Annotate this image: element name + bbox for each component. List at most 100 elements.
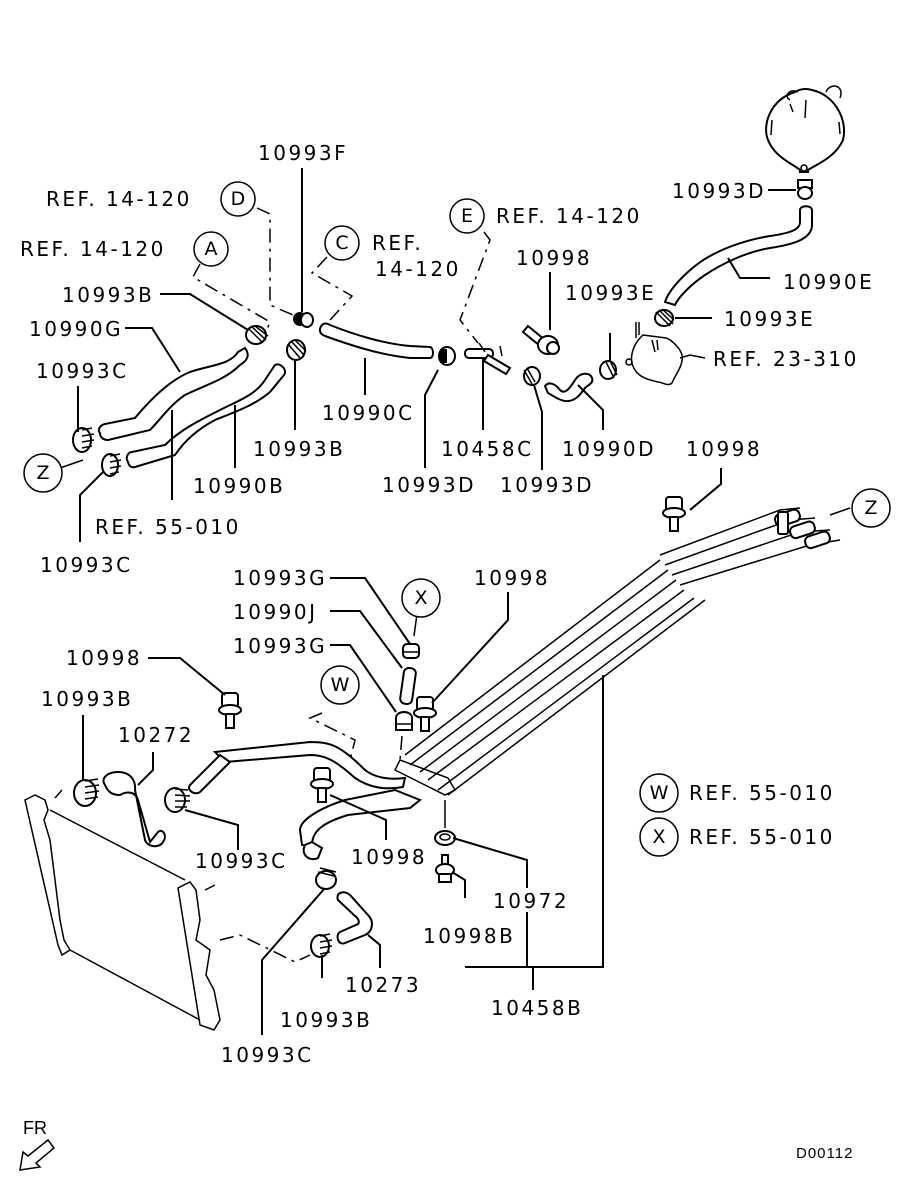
svg-text:Z: Z: [36, 462, 49, 484]
nut-10972: [434, 830, 456, 846]
clamp-10993C-upper-left: [72, 427, 95, 453]
fr-label: FR: [23, 1118, 47, 1138]
label-10998-left: 10998: [66, 646, 142, 670]
legend-item-X: X REF. 55-010: [639, 817, 835, 857]
hose-pipe-end: [188, 753, 232, 795]
pipe-bundle-10458B: [393, 507, 841, 796]
callout-Z-left: Z: [23, 453, 63, 493]
hose-10272: [102, 770, 166, 848]
callout-D: D: [220, 181, 256, 217]
clamp-10993B-low: [73, 778, 100, 807]
bolt-10998-lower: [310, 767, 334, 803]
svg-text:X: X: [414, 587, 427, 609]
clamp-10993E-upper: [654, 308, 675, 327]
hose-10990B: [125, 363, 286, 469]
clamp-10993E-lower: [599, 360, 618, 380]
clamp-10993C-lower-left: [101, 453, 122, 477]
part-labels: 10993F REF. 14-120 REF. 14-120 REF. 14-1…: [20, 141, 872, 1067]
pipe-joint-lower: [302, 840, 324, 861]
label-10458C: 10458C: [441, 437, 534, 461]
svg-text:REF. 55-010: REF. 55-010: [689, 781, 835, 805]
diagram-code: D00112: [796, 1145, 853, 1162]
clamp-10993D-right: [523, 366, 541, 386]
label-10993C-mid: 10993C: [195, 849, 288, 873]
part-drawings: [24, 85, 846, 1031]
clamp-10993F: [293, 312, 314, 328]
label-10998B: 10998B: [423, 924, 515, 948]
label-ref-55-010: REF. 55-010: [95, 515, 241, 539]
label-10993E-1: 10993E: [565, 281, 656, 305]
clamp-10993B-top: [245, 325, 269, 345]
callout-C: C: [324, 225, 360, 261]
front-direction-indicator: FR: [19, 1118, 56, 1171]
label-10993C-lower: 10993C: [40, 553, 133, 577]
label-10990C: 10990C: [322, 401, 415, 425]
label-10993B-bottom: 10993B: [280, 1008, 372, 1032]
reservoir-tank: [765, 85, 846, 173]
label-10993D-2: 10993D: [500, 473, 594, 497]
label-10458B: 10458B: [491, 996, 583, 1020]
legend: W REF. 55-010 X REF. 55-010: [639, 773, 835, 857]
callout-A: A: [193, 231, 229, 267]
label-10972: 10972: [493, 889, 569, 913]
svg-text:REF. 55-010: REF. 55-010: [689, 825, 835, 849]
label-10998-right: 10998: [686, 437, 762, 461]
label-ref-C-line2: 14-120: [375, 257, 461, 281]
label-10993B-mid: 10993B: [253, 437, 345, 461]
label-10998-center: 10998: [474, 566, 550, 590]
svg-text:Z: Z: [864, 497, 877, 519]
label-10993D-1: 10993D: [382, 473, 476, 497]
label-ref-14-120-D: REF. 14-120: [46, 187, 192, 211]
bolt-10998-right: [662, 496, 686, 532]
label-10993E-2: 10993E: [724, 307, 815, 331]
label-ref-14-120-A: REF. 14-120: [20, 237, 166, 261]
pipe-lower-2: [298, 788, 422, 846]
label-10272: 10272: [118, 723, 194, 747]
label-10990B: 10990B: [193, 474, 285, 498]
label-10993G-1: 10993G: [233, 566, 327, 590]
clamp-10993D-center: [438, 346, 456, 366]
hose-10990D: [543, 372, 594, 403]
svg-text:X: X: [652, 826, 665, 848]
hose-10990G: [97, 346, 249, 442]
svg-text:C: C: [335, 232, 348, 254]
label-ref-14-120-E: REF. 14-120: [496, 204, 642, 228]
label-10993B-low: 10993B: [41, 687, 133, 711]
label-10998-bolt: 10998: [351, 845, 427, 869]
label-10990D: 10990D: [562, 437, 656, 461]
legend-item-W: W REF. 55-010: [639, 773, 835, 813]
clamp-10993C-mid: [164, 787, 191, 813]
hose-10990E: [663, 205, 813, 307]
svg-text:A: A: [205, 238, 218, 260]
joint-10458C: [464, 342, 512, 376]
bolt-10998-top: [521, 324, 560, 355]
label-10993C-left: 10993C: [36, 359, 129, 383]
label-10273: 10273: [345, 973, 421, 997]
clamp-10993G-top: [402, 643, 420, 659]
label-10993D-tank: 10993D: [672, 179, 766, 203]
front-arrow-icon: [19, 1138, 56, 1171]
label-10993B-top: 10993B: [62, 283, 154, 307]
svg-text:W: W: [650, 782, 669, 804]
hose-10990C: [318, 322, 434, 359]
svg-text:D: D: [231, 188, 246, 210]
bolt-10998B: [435, 854, 455, 883]
clamp-10993D-tank: [797, 179, 813, 200]
bolt-10998-center: [413, 696, 437, 732]
clamp-10993C-bottom: [315, 867, 337, 890]
svg-text:W: W: [331, 674, 350, 696]
callout-Z-right: Z: [851, 488, 891, 528]
clamp-10993B-bottom: [310, 933, 333, 958]
leader-lines: [59, 168, 851, 1035]
bolt-10998-left: [218, 692, 242, 729]
label-10993C-bottom: 10993C: [221, 1043, 314, 1067]
hose-10273: [336, 891, 373, 945]
callout-E: E: [449, 198, 485, 234]
label-ref-C-line1: REF.: [372, 231, 423, 255]
callout-W: W: [320, 665, 360, 705]
thermostat-housing: [625, 322, 684, 386]
callouts: D A C E Z Z X W: [23, 181, 891, 705]
label-10993F: 10993F: [258, 141, 348, 165]
label-10990G: 10990G: [29, 317, 123, 341]
